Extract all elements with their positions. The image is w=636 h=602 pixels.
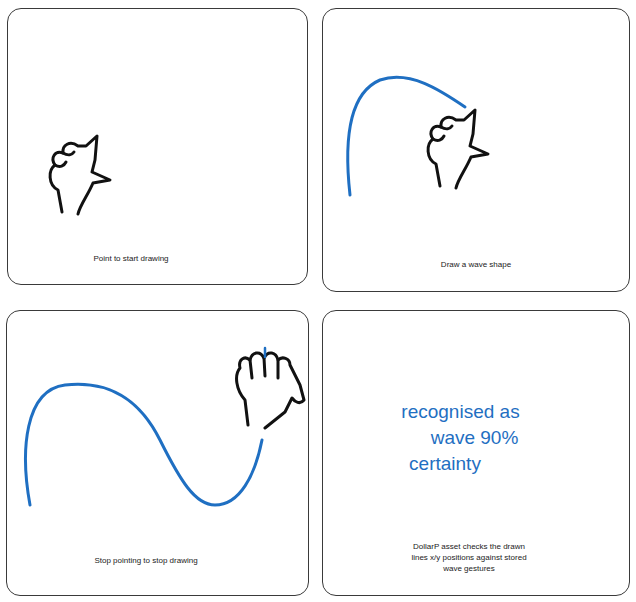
panel: Stop pointing to stop drawing — [6, 310, 309, 596]
spacer — [390, 399, 391, 425]
drawn-wave — [26, 384, 262, 505]
spacer — [390, 425, 420, 451]
panel-text: Draw a wave shape — [441, 259, 511, 270]
pointing-hand — [50, 136, 110, 214]
panel: recognised as wave 90% certaintyDollarP … — [322, 310, 630, 596]
panel: Point to start drawing — [7, 8, 308, 285]
panel-text: recognised as wave 90% certainty — [390, 399, 530, 477]
open-hand — [237, 353, 304, 428]
spacer — [500, 451, 530, 477]
drawn-line — [348, 77, 465, 195]
panel-text: Stop pointing to stop drawing — [94, 555, 197, 566]
spacer — [529, 425, 530, 451]
panel-text: Point to start drawing — [93, 253, 168, 264]
pointing-hand — [428, 110, 488, 188]
drawn-mark — [264, 348, 267, 357]
panel-note: DollarP asset checks the drawn lines x/y… — [410, 541, 529, 574]
panel: Draw a wave shape — [322, 8, 630, 292]
